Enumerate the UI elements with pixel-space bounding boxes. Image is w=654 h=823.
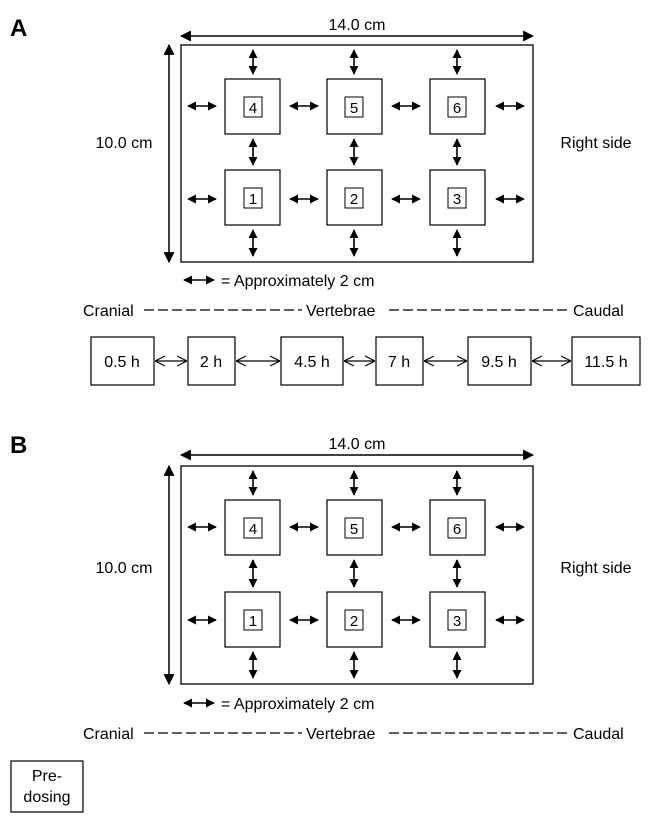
site-3: 3 bbox=[429, 591, 486, 648]
body-outline bbox=[180, 44, 534, 263]
timepoint-box bbox=[90, 336, 155, 386]
site-4: 4 bbox=[224, 499, 281, 556]
height-label: 10.0 cm bbox=[96, 135, 153, 152]
site-number: 3 bbox=[453, 613, 461, 630]
timepoint-label: 4.5 h bbox=[294, 354, 330, 371]
panel-letter: B bbox=[10, 432, 27, 459]
site-number: 3 bbox=[453, 191, 461, 208]
site-5: 5 bbox=[326, 499, 383, 556]
width-label: 14.0 cm bbox=[329, 436, 386, 453]
panel-a: A 14.0 cm 10.0 cm Right side 4 5 6 bbox=[10, 15, 641, 386]
axis-cranial-label: Cranial bbox=[83, 726, 134, 743]
predosing-box: Pre- dosing bbox=[10, 760, 84, 813]
site-1: 1 bbox=[224, 591, 281, 648]
panel-b: B 14.0 cm 10.0 cm Right side 4 5 6 1 bbox=[10, 432, 632, 813]
timepoint-box bbox=[187, 336, 236, 386]
timepoint-label: 0.5 h bbox=[104, 354, 140, 371]
width-label: 14.0 cm bbox=[329, 17, 386, 34]
axis-caudal-label: Caudal bbox=[573, 303, 624, 320]
site-number: 2 bbox=[350, 191, 358, 208]
site-number: 5 bbox=[350, 521, 358, 538]
axis-vertebrae-label: Vertebrae bbox=[306, 726, 375, 743]
site-3: 3 bbox=[429, 169, 486, 226]
timepoint-label: 2 h bbox=[200, 354, 222, 371]
site-6: 6 bbox=[429, 78, 486, 135]
timepoint-box bbox=[375, 336, 424, 386]
site-number: 2 bbox=[350, 613, 358, 630]
panel-letter: A bbox=[10, 15, 27, 42]
site-number: 4 bbox=[249, 521, 257, 538]
axis-caudal-label: Caudal bbox=[573, 726, 624, 743]
site-number: 1 bbox=[249, 613, 257, 630]
site-5: 5 bbox=[326, 78, 383, 135]
site-number: 1 bbox=[249, 191, 257, 208]
site-number: 6 bbox=[453, 100, 461, 117]
predosing-label-line1: Pre- bbox=[32, 768, 62, 785]
axis-cranial-label: Cranial bbox=[83, 303, 134, 320]
spacing-arrows bbox=[187, 49, 525, 257]
site-6: 6 bbox=[429, 499, 486, 556]
timepoint-box bbox=[571, 336, 641, 386]
timepoint-label: 7 h bbox=[388, 354, 410, 371]
legend-text: = Approximately 2 cm bbox=[221, 696, 374, 713]
side-label: Right side bbox=[560, 135, 631, 152]
timepoint-box bbox=[280, 336, 344, 386]
site-number: 6 bbox=[453, 521, 461, 538]
timepoint-label: 11.5 h bbox=[584, 354, 627, 371]
timepoint-sequence: 0.5 h 2 h 4.5 h 7 h 9.5 h 11.5 h bbox=[90, 336, 641, 386]
axis-vertebrae-label: Vertebrae bbox=[306, 303, 375, 320]
site-2: 2 bbox=[326, 169, 383, 226]
side-label: Right side bbox=[560, 560, 631, 577]
site-4: 4 bbox=[224, 78, 281, 135]
site-2: 2 bbox=[326, 591, 383, 648]
height-label: 10.0 cm bbox=[96, 560, 153, 577]
site-1: 1 bbox=[224, 169, 281, 226]
timepoint-box bbox=[467, 336, 532, 386]
timepoint-label: 9.5 h bbox=[481, 354, 517, 371]
site-number: 5 bbox=[350, 100, 358, 117]
legend-text: = Approximately 2 cm bbox=[221, 273, 374, 290]
predosing-label-line2: dosing bbox=[23, 789, 70, 806]
site-number: 4 bbox=[249, 100, 257, 117]
spacing-arrows bbox=[187, 470, 525, 679]
body-outline bbox=[180, 465, 534, 685]
